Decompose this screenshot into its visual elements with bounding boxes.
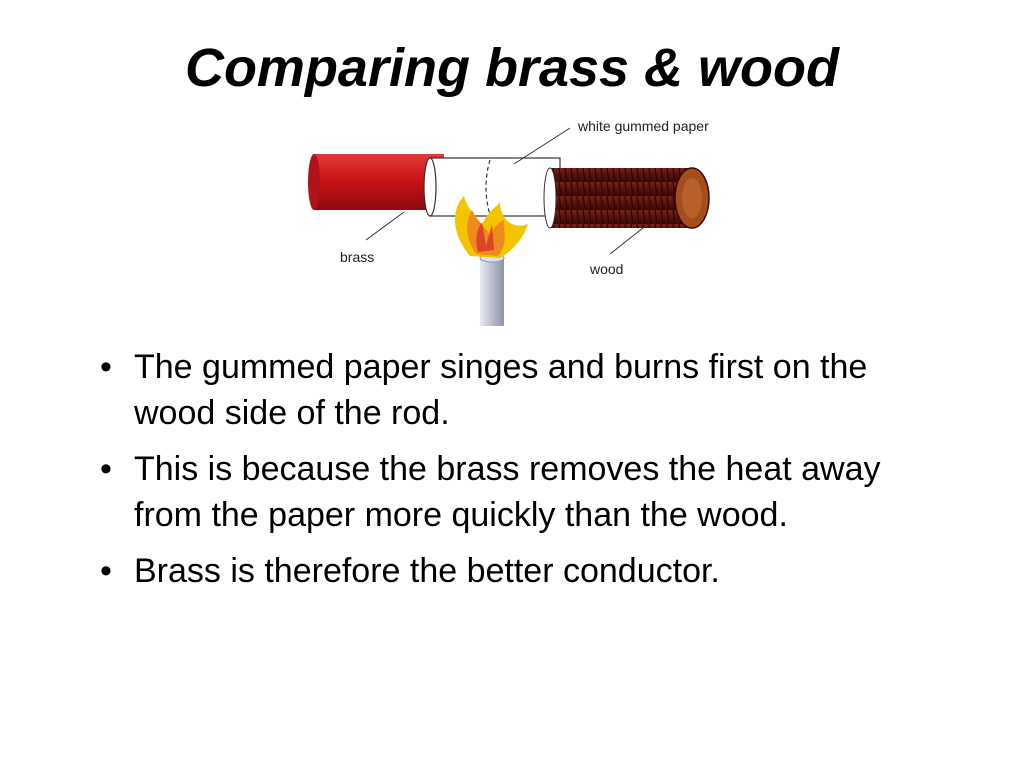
slide-title: Comparing brass & wood [184,38,840,98]
gummed-paper [423,157,561,217]
rod-diagram-svg: white gummed paper brass wood [308,118,710,326]
brass-leader-line [365,211,405,241]
burner [479,253,505,326]
paper-label: white gummed paper [577,118,709,134]
bullet-item: • The gummed paper singes and burns firs… [100,344,920,436]
bullet-item: • Brass is therefore the better conducto… [100,548,920,594]
bullet-glyph: • [100,552,112,590]
brass-rod [308,154,444,210]
paper-leader-line [513,127,571,165]
bullet-text: This is because the brass removes the he… [134,450,881,534]
bullet-text: The gummed paper singes and burns first … [134,348,868,432]
bullet-glyph: • [100,348,112,386]
bullet-list: • The gummed paper singes and burns firs… [100,344,920,604]
wood-label: wood [589,261,623,277]
flame-icon [454,196,528,258]
bullet-item: • This is because the brass removes the … [100,446,920,538]
wood-rod [543,167,710,229]
wood-leader-line [609,223,649,255]
bullet-text: Brass is therefore the better conductor. [134,552,720,590]
brass-label: brass [340,249,374,265]
bullet-glyph: • [100,450,112,488]
rod-diagram: white gummed paper brass wood [300,112,740,326]
